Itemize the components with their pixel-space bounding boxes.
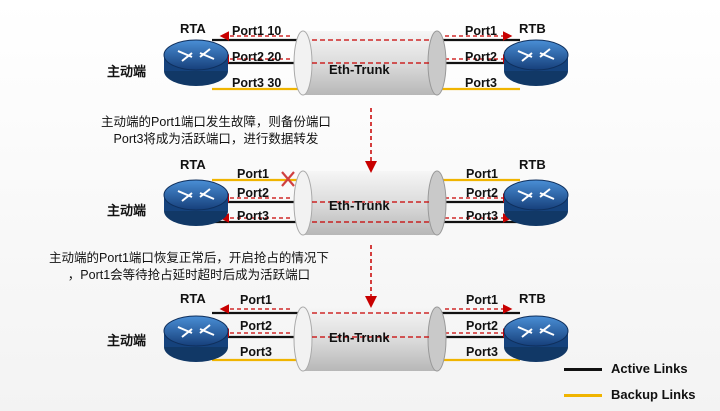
port-left-1-3: Port3 30 bbox=[232, 76, 282, 90]
active-links-swatch bbox=[564, 368, 602, 371]
rta-label-2: RTA bbox=[180, 157, 206, 172]
eth-trunk-end-1 bbox=[427, 30, 447, 96]
eth-trunk-start-2 bbox=[293, 170, 313, 236]
port-right-3-3: Port3 bbox=[466, 345, 498, 359]
port-left-3-3: Port3 bbox=[240, 345, 272, 359]
caption-1-line-1: 主动端的Port1端口发生故障，则备份端口 bbox=[101, 115, 331, 129]
rtb-router-1-top bbox=[503, 39, 569, 71]
port-right-1-1: Port1 bbox=[465, 24, 497, 38]
port-right-2-1: Port1 bbox=[466, 167, 498, 181]
caption-2-line-1: 主动端的Port1端口恢复正常后，开启抢占的情况下 bbox=[49, 251, 329, 265]
port-left-3-2: Port2 bbox=[240, 319, 272, 333]
eth-trunk-end-2 bbox=[427, 170, 447, 236]
backup-links-swatch bbox=[564, 394, 602, 397]
eth-trunk-end-3 bbox=[427, 306, 447, 372]
rtb-label-3: RTB bbox=[519, 291, 546, 306]
backup-links-label: Backup Links bbox=[611, 387, 696, 402]
rtb-label-2: RTB bbox=[519, 157, 546, 172]
port-left-2-2: Port2 bbox=[237, 186, 269, 200]
trunk-label-1: Eth-Trunk bbox=[329, 62, 390, 77]
rtb-router-1-arrows-icon bbox=[517, 48, 555, 62]
port-right-3-2: Port2 bbox=[466, 319, 498, 333]
master-label-3: 主动端 bbox=[107, 333, 147, 348]
caption-1: 主动端的Port1端口发生故障，则备份端口 Port3将成为活跃端口，进行数据转… bbox=[56, 114, 376, 148]
port-right-2-3: Port3 bbox=[466, 209, 498, 223]
trunk-label-3: Eth-Trunk bbox=[329, 330, 390, 345]
caption-2: 主动端的Port1端口恢复正常后，开启抢占的情况下 ，Port1会等待抢占延时超… bbox=[0, 250, 378, 284]
caption-2-line-2: ，Port1会等待抢占延时超时后成为活跃端口 bbox=[67, 268, 311, 282]
rta-router-3-top bbox=[163, 315, 229, 347]
port-left-1-2: Port2 20 bbox=[232, 50, 282, 64]
master-label-1: 主动端 bbox=[107, 64, 147, 79]
port-left-1-1: Port1 10 bbox=[232, 24, 282, 38]
rtb-router-2-arrows-icon bbox=[517, 188, 555, 202]
port-left-2-1: Port1 bbox=[237, 167, 269, 181]
rta-router-1-arrows-icon bbox=[177, 48, 215, 62]
port-left-2-3: Port3 bbox=[237, 209, 269, 223]
rta-router-2-arrows-icon bbox=[177, 188, 215, 202]
port-right-1-3: Port3 bbox=[465, 76, 497, 90]
port-right-1-2: Port2 bbox=[465, 50, 497, 64]
active-links-label: Active Links bbox=[611, 361, 688, 376]
rta-label-1: RTA bbox=[180, 21, 206, 36]
rtb-router-3-top bbox=[503, 315, 569, 347]
rta-router-1-top bbox=[163, 39, 229, 71]
rtb-label-1: RTB bbox=[519, 21, 546, 36]
master-label-2: 主动端 bbox=[107, 203, 147, 218]
rtb-router-3-arrows-icon bbox=[517, 324, 555, 338]
port-left-3-1: Port1 bbox=[240, 293, 272, 307]
trunk-label-2: Eth-Trunk bbox=[329, 198, 390, 213]
rta-router-2-top bbox=[163, 179, 229, 211]
rta-label-3: RTA bbox=[180, 291, 206, 306]
rta-router-3-arrows-icon bbox=[177, 324, 215, 338]
port-right-2-2: Port2 bbox=[466, 186, 498, 200]
eth-trunk-start-3 bbox=[293, 306, 313, 372]
eth-trunk-body-2 bbox=[303, 171, 437, 235]
port-right-3-1: Port1 bbox=[466, 293, 498, 307]
port-failure-x-icon bbox=[281, 171, 295, 187]
eth-trunk-start-1 bbox=[293, 30, 313, 96]
eth-trunk-body-3 bbox=[303, 307, 437, 371]
caption-1-line-2: Port3将成为活跃端口，进行数据转发 bbox=[113, 132, 319, 146]
rtb-router-2-top bbox=[503, 179, 569, 211]
